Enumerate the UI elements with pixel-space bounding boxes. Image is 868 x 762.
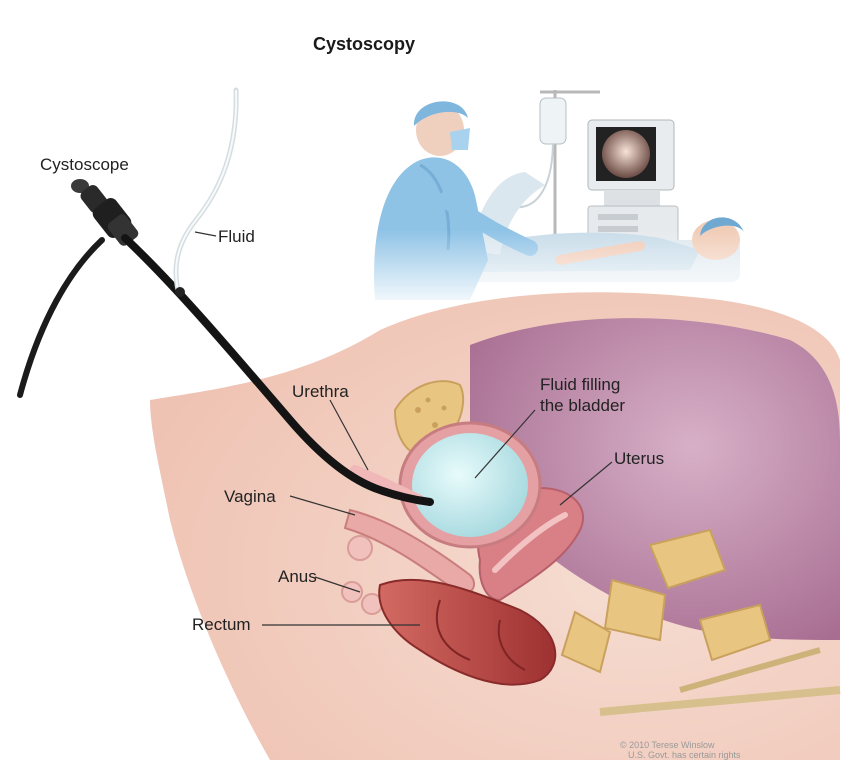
label-urethra: Urethra (292, 382, 349, 401)
label-rectum: Rectum (192, 615, 251, 634)
fluid-tube (176, 90, 236, 290)
copyright-line2: U.S. Govt. has certain rights (628, 750, 741, 760)
fluid-port (175, 287, 185, 297)
bladder-fluid (412, 433, 528, 537)
pelvic-cross-section (150, 292, 840, 760)
procedure-scene (330, 90, 760, 310)
label-fluid-filling-line1: Fluid filling (540, 375, 620, 394)
leader-fluid (195, 232, 216, 236)
label-vagina: Vagina (224, 487, 276, 506)
iv-bag (540, 98, 566, 144)
monitor-scope-image (602, 130, 650, 178)
video-monitor (588, 120, 678, 246)
label-cystoscope: Cystoscope (40, 155, 129, 174)
label-fluid: Fluid (218, 227, 255, 246)
bladder (400, 423, 540, 547)
label-anus: Anus (278, 567, 317, 586)
label-uterus: Uterus (614, 449, 664, 468)
copyright-line1: © 2010 Terese Winslow (620, 740, 715, 750)
scope-cable (20, 240, 102, 395)
label-fluid-filling-line2: the bladder (540, 396, 625, 415)
diagram-title: Cystoscopy (313, 34, 415, 54)
